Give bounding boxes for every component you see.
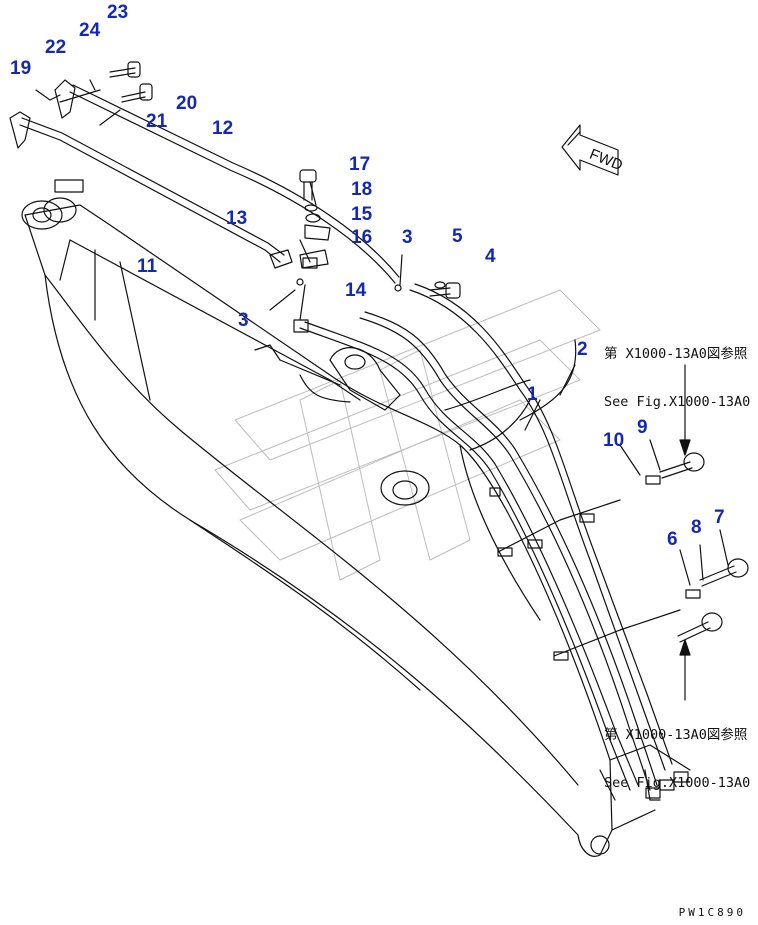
callout-17[interactable]: 17 bbox=[349, 154, 371, 175]
callout-23[interactable]: 23 bbox=[107, 2, 129, 23]
callout-21[interactable]: 21 bbox=[146, 111, 168, 132]
callout-18[interactable]: 18 bbox=[351, 179, 373, 200]
callout-20[interactable]: 20 bbox=[176, 93, 198, 114]
callout-11[interactable]: 11 bbox=[137, 256, 158, 277]
callout-9[interactable]: 9 bbox=[637, 417, 648, 438]
reference-line-ja: 第 X1000-13A0図参照 bbox=[604, 727, 748, 743]
callout-4[interactable]: 4 bbox=[485, 246, 496, 267]
callout-15[interactable]: 15 bbox=[351, 204, 373, 225]
watermark-logo bbox=[214, 289, 601, 581]
callout-6[interactable]: 6 bbox=[667, 529, 678, 550]
callout-10[interactable]: 10 bbox=[603, 430, 625, 451]
callout-22[interactable]: 22 bbox=[45, 37, 67, 58]
reference-arrows bbox=[679, 364, 691, 701]
reference-line-en: See Fig.X1000-13A0 bbox=[604, 775, 751, 791]
reference-line-en: See Fig.X1000-13A0 bbox=[604, 394, 751, 410]
callout-5[interactable]: 5 bbox=[452, 226, 463, 247]
callout-1[interactable]: 1 bbox=[527, 384, 538, 405]
callout-12[interactable]: 12 bbox=[212, 118, 234, 139]
reference-line-ja: 第 X1000-13A0図参照 bbox=[604, 346, 748, 362]
callout-8[interactable]: 8 bbox=[691, 517, 702, 538]
hardware-parts bbox=[35, 61, 749, 643]
callout-24[interactable]: 24 bbox=[79, 20, 101, 41]
callout-14[interactable]: 14 bbox=[345, 280, 367, 301]
boom-body bbox=[21, 197, 691, 857]
figure-reference-lower: 第 X1000-13A0図参照 See Fig.X1000-13A0 bbox=[604, 695, 750, 807]
callout-2[interactable]: 2 bbox=[577, 339, 588, 360]
callout-7[interactable]: 7 bbox=[714, 507, 725, 528]
boom-hose-lines bbox=[299, 283, 689, 801]
callout-16[interactable]: 16 bbox=[351, 227, 373, 248]
callout-3-lower[interactable]: 3 bbox=[238, 310, 249, 331]
callout-19[interactable]: 19 bbox=[10, 58, 32, 79]
callout-3-upper[interactable]: 3 bbox=[402, 227, 413, 248]
callout-13[interactable]: 13 bbox=[226, 208, 248, 229]
figure-reference-upper: 第 X1000-13A0図参照 See Fig.X1000-13A0 bbox=[604, 314, 750, 426]
drawing-code: PW1C890 bbox=[678, 906, 746, 919]
upper-pipes bbox=[9, 79, 400, 333]
fwd-direction-marker bbox=[561, 124, 619, 176]
